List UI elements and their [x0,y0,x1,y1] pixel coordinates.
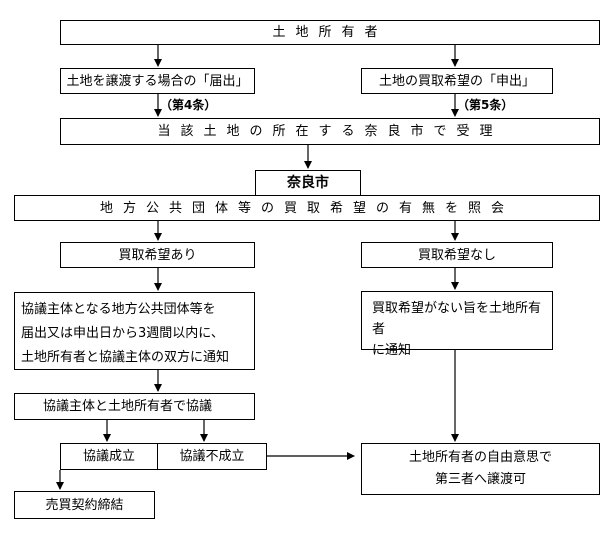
want-no-box: 買取希望なし [361,242,553,268]
agreement-no-label: 協議不成立 [179,449,245,464]
sales-contract-box: 売買契約締結 [14,491,155,519]
free-transfer-line-2: 第三者へ譲渡可 [434,472,526,487]
want-yes-box: 買取希望あり [60,242,255,268]
article5-label: （第5条） [457,98,514,112]
agreement-yes-box: 協議成立 [60,443,158,470]
notify-parties-box: 協議主体となる地方公共団体等を 届出又は申出日から3週間以内に、 土地所有者と協… [14,292,255,370]
inquiry-label: 地方公共団体等の買取希望の有無を照会 [99,200,514,216]
notify-transfer-box: 土地を譲渡する場合の「届出」 [60,68,255,94]
free-transfer-line-1: 土地所有者の自由意思で [408,450,552,465]
owner-label: 土地所有者 [272,25,388,40]
negotiation-label: 協議主体と土地所有者で協議 [43,399,213,414]
notify-transfer-label: 土地を譲渡する場合の「届出」 [66,73,249,89]
want-yes-label: 買取希望あり [118,247,197,263]
notify-parties-line-3: 土地所有者と協議主体の双方に通知 [21,350,230,365]
notify-no-want-box: 買取希望がない旨を土地所有者 に通知 [361,291,553,358]
notify-parties-line-1: 協議主体となる地方公共団体等を [21,302,216,317]
notify-no-want-line-2: に通知 [372,343,412,358]
sales-contract-label: 売買契約締結 [45,497,124,513]
agreement-yes-label: 協議成立 [82,449,135,464]
receipt-box: 当該土地の所在する奈良市で受理 [60,118,600,145]
notify-no-want-line-1: 買取希望がない旨を土地所有者 [372,301,542,337]
nara-city-label: 奈良市 [287,175,329,191]
article4-label: （第4条） [160,98,217,112]
offer-purchase-label: 土地の買取希望の「申出」 [378,73,535,89]
agreement-no-box: 協議不成立 [157,443,267,470]
inquiry-box: 地方公共団体等の買取希望の有無を照会 [14,195,600,221]
nara-city-box: 奈良市 [255,170,361,196]
receipt-label: 当該土地の所在する奈良市で受理 [157,124,503,139]
want-no-label: 買取希望なし [417,247,496,263]
free-transfer-box: 土地所有者の自由意思で 第三者へ譲渡可 [361,443,600,495]
notify-parties-line-2: 届出又は申出日から3週間以内に、 [21,326,224,341]
negotiation-box: 協議主体と土地所有者で協議 [14,393,255,420]
offer-purchase-box: 土地の買取希望の「申出」 [361,68,553,94]
owner-box: 土地所有者 [60,20,600,45]
